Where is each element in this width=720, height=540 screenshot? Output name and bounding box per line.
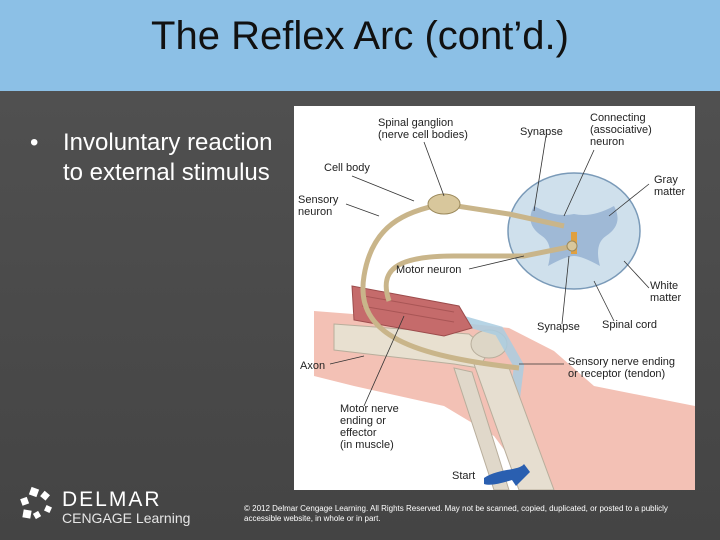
label-start: Start [452,470,475,482]
leader-line [346,204,379,216]
bullet-marker: • [30,128,38,158]
label-motor-neuron: Motor neuron [396,264,461,276]
label-sensory-neuron: Sensory neuron [298,194,338,218]
leader-line [424,142,444,196]
label-synapse-bottom: Synapse [537,321,580,333]
label-connecting-neuron: Connecting (associative) neuron [590,112,652,148]
label-sensory-ending: Sensory nerve ending or receptor (tendon… [568,356,675,380]
logo-text-cengage: CENGAGE Learning [62,510,190,526]
label-white-matter: White matter [650,280,681,304]
leader-line [594,281,614,321]
label-motor-ending: Motor nerve ending or effector (in muscl… [340,403,399,451]
label-spinal-cord: Spinal cord [602,319,657,331]
label-synapse-top: Synapse [520,126,563,138]
reflex-arc-diagram: Spinal ganglion (nerve cell bodies) Syna… [294,106,695,490]
leader-line [352,176,414,201]
bullet-text: Involuntary reaction to external stimulu… [63,128,288,188]
label-gray-matter: Gray matter [654,174,685,198]
spinal-ganglion [428,194,460,214]
motor-cell-body [567,241,577,251]
copyright-notice: © 2012 Delmar Cengage Learning. All Righ… [244,504,684,524]
label-axon: Axon [300,360,325,372]
leader-line [624,261,649,288]
delmar-logo-icon [18,486,58,526]
label-cell-body: Cell body [324,162,370,174]
delmar-cengage-logo: DELMAR CENGAGE Learning [18,486,228,530]
logo-text-delmar: DELMAR [62,488,162,512]
label-spinal-ganglion: Spinal ganglion (nerve cell bodies) [378,117,468,141]
slide-title: The Reflex Arc (cont’d.) [0,14,720,59]
